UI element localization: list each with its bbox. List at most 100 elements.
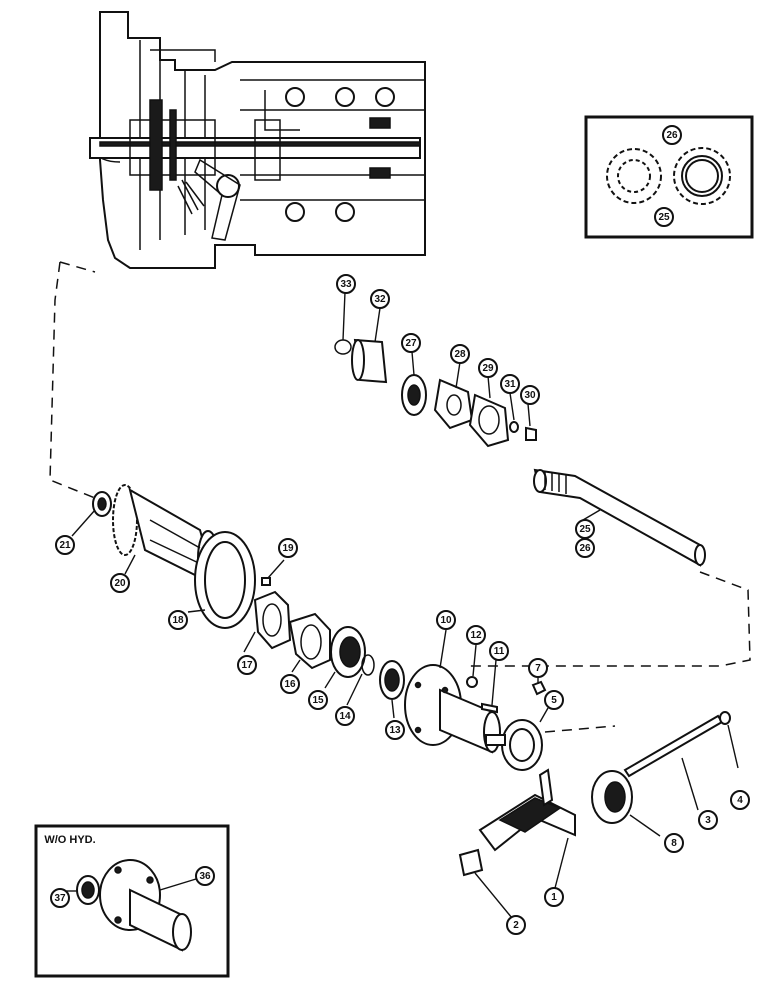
- callout-2: 2: [506, 915, 526, 935]
- callout-circle: [575, 538, 595, 558]
- callout-label: 29: [482, 363, 494, 374]
- callout-1: 1: [544, 887, 564, 907]
- callout-26: 26: [662, 125, 682, 145]
- callout-17: 17: [237, 655, 257, 675]
- callout-circle: [489, 641, 509, 661]
- callout-circle: [466, 625, 486, 645]
- callout-label: 7: [535, 663, 541, 674]
- callout-19: 19: [278, 538, 298, 558]
- callout-circle: [698, 810, 718, 830]
- callout-16: 16: [280, 674, 300, 694]
- callout-21: 21: [55, 535, 75, 555]
- callout-32: 32: [370, 289, 390, 309]
- callout-30: 30: [520, 385, 540, 405]
- callout-circle: [500, 374, 520, 394]
- callout-label: 37: [54, 893, 66, 904]
- callout-3: 3: [698, 810, 718, 830]
- callout-10: 10: [436, 610, 456, 630]
- callout-5: 5: [544, 690, 564, 710]
- callout-circle: [308, 690, 328, 710]
- callout-label: 25: [658, 212, 670, 223]
- callout-4: 4: [730, 790, 750, 810]
- upper-parts: [334, 338, 537, 448]
- callout-circle: [506, 915, 526, 935]
- callout-15: 15: [308, 690, 328, 710]
- output-shaft: [533, 468, 706, 567]
- callout-label: 17: [241, 660, 253, 671]
- callout-label: 15: [312, 695, 324, 706]
- callout-circle: [55, 535, 75, 555]
- callout-circle: [195, 866, 215, 886]
- callout-circle: [168, 610, 188, 630]
- callout-label: 25: [579, 524, 591, 535]
- callout-circle: [544, 887, 564, 907]
- callout-label: 32: [374, 294, 386, 305]
- inset-label: W/O HYD.: [44, 834, 95, 846]
- callout-label: 2: [513, 920, 519, 931]
- callout-31: 31: [500, 374, 520, 394]
- callout-25: 25: [654, 207, 674, 227]
- callout-label: 11: [494, 646, 505, 657]
- callout-13: 13: [385, 720, 405, 740]
- callout-label: 18: [172, 615, 184, 626]
- callout-label: 19: [282, 543, 294, 554]
- callout-label: 21: [59, 540, 71, 551]
- transmission-housing-cutaway: [89, 11, 426, 269]
- callout-circle: [237, 655, 257, 675]
- callout-label: 13: [389, 725, 401, 736]
- callout-circle: [450, 344, 470, 364]
- callout-label: 30: [524, 390, 536, 401]
- callout-26: 26: [575, 538, 595, 558]
- callout-circle: [110, 573, 130, 593]
- callout-circle: [336, 274, 356, 294]
- callout-label: 26: [579, 543, 591, 554]
- callout-circle: [520, 385, 540, 405]
- callout-label: 28: [454, 349, 466, 360]
- callout-label: 33: [340, 279, 352, 290]
- callout-11: 11: [489, 641, 509, 661]
- callout-7: 7: [528, 658, 548, 678]
- callout-circle: [478, 358, 498, 378]
- callout-label: 16: [284, 679, 296, 690]
- callout-circle: [280, 674, 300, 694]
- callout-8: 8: [664, 833, 684, 853]
- callout-label: 8: [671, 838, 677, 849]
- callout-14: 14: [335, 706, 355, 726]
- middle-parts: [194, 531, 405, 700]
- inset-spline-detail: [584, 115, 754, 239]
- callout-circle: [50, 888, 70, 908]
- callout-label: 31: [504, 379, 516, 390]
- assembly-path: [49, 261, 751, 733]
- callout-circle: [335, 706, 355, 726]
- callout-circle: [370, 289, 390, 309]
- callout-37: 37: [50, 888, 70, 908]
- callout-circle: [436, 610, 456, 630]
- callout-circle: [654, 207, 674, 227]
- callout-33: 33: [336, 274, 356, 294]
- callout-circle: [385, 720, 405, 740]
- callout-25: 25: [575, 519, 595, 539]
- callout-36: 36: [195, 866, 215, 886]
- callout-label: 20: [114, 578, 126, 589]
- callout-circle: [401, 333, 421, 353]
- callout-label: 14: [339, 711, 351, 722]
- callout-label: 26: [666, 130, 678, 141]
- callout-28: 28: [450, 344, 470, 364]
- callout-label: 27: [405, 338, 417, 349]
- shift-fork-assembly: [458, 711, 731, 877]
- callout-circle: [662, 125, 682, 145]
- hub-and-bearing: [404, 664, 633, 824]
- callout-27: 27: [401, 333, 421, 353]
- callout-29: 29: [478, 358, 498, 378]
- callout-label: 10: [440, 615, 452, 626]
- callout-label: 36: [199, 871, 211, 882]
- callout-label: 1: [551, 892, 557, 903]
- callout-circle: [528, 658, 548, 678]
- callout-label: 3: [705, 815, 711, 826]
- callout-label: 5: [551, 695, 557, 706]
- callout-circle: [278, 538, 298, 558]
- callouts: 3332272829313025262120191817161514131012…: [50, 125, 750, 935]
- callout-20: 20: [110, 573, 130, 593]
- callout-circle: [544, 690, 564, 710]
